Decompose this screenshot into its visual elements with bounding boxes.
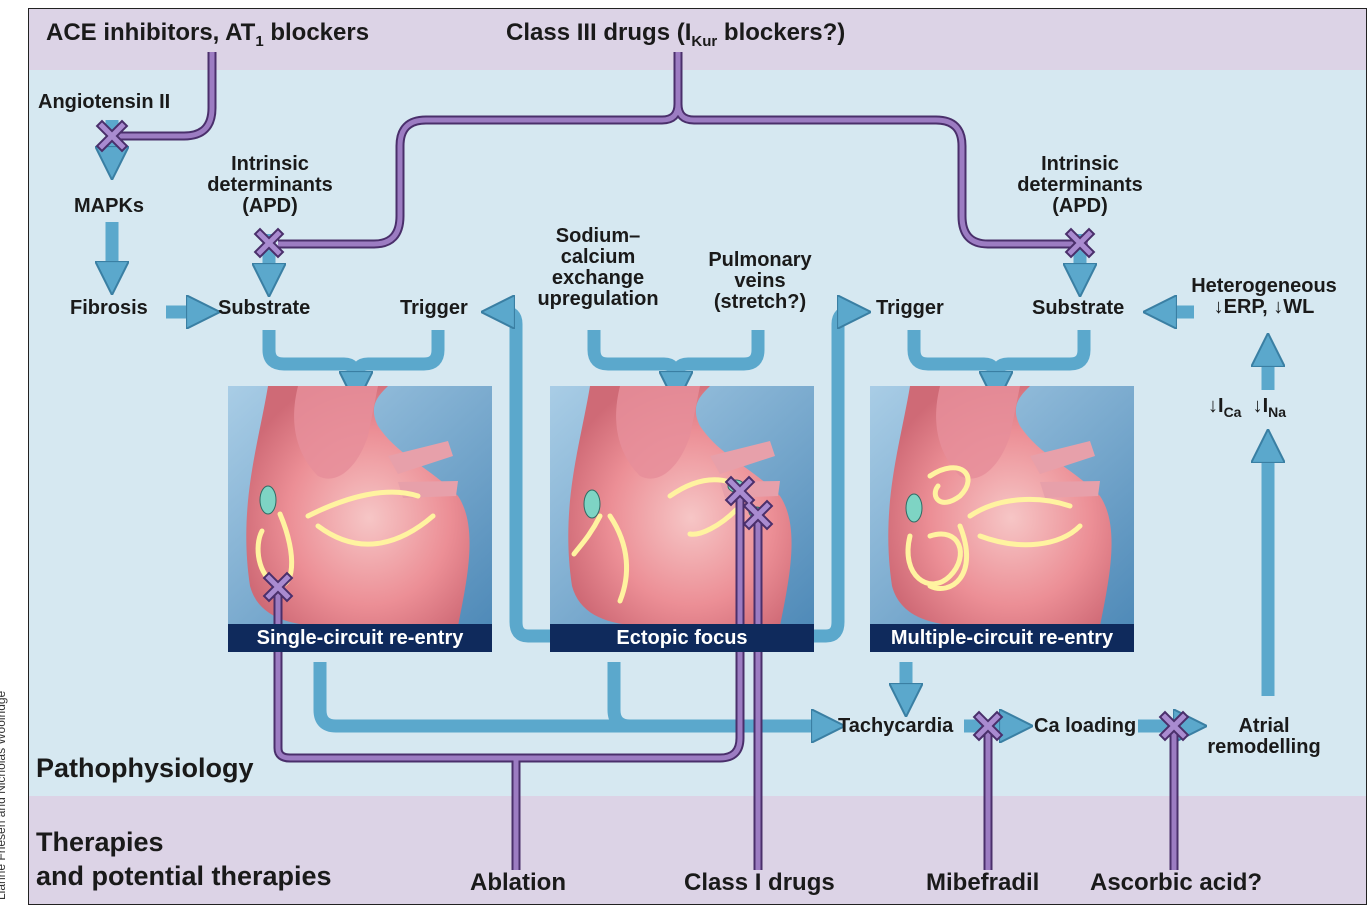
diagram-frame [28, 8, 1367, 905]
diagram-stage: Single-circuit re-entry Ectopic focus Mu… [28, 8, 1367, 905]
image-credit: Lianne Friesen and Nicholas Woolridge [0, 691, 8, 900]
